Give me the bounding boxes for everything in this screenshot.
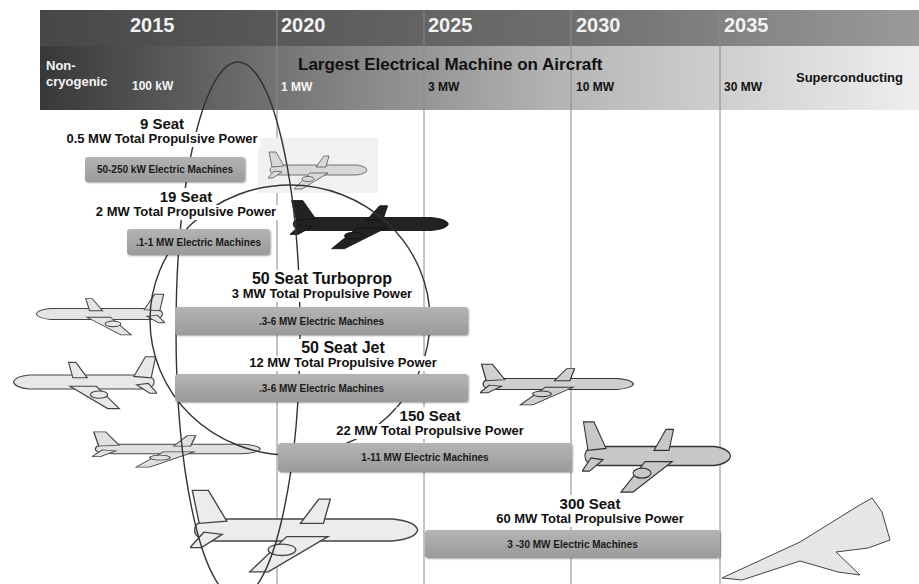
propulsive-power-heading: 12 MW Total Propulsive Power (246, 356, 440, 371)
propulsive-power-heading: 22 MW Total Propulsive Power (333, 424, 527, 439)
machine-range-bar: .3-6 MW Electric Machines (175, 307, 468, 335)
machine-range-text: 1-11 MW Electric Machines (361, 452, 488, 463)
grid-line (424, 10, 425, 584)
machine-range-bar: .1-1 MW Electric Machines (127, 229, 270, 255)
nine-seat-aircraft (268, 152, 367, 189)
year-band (40, 10, 919, 46)
seat-class-heading: 19 Seat (157, 188, 216, 205)
year-label: 2015 (130, 13, 175, 37)
aircraft-class-row: 300 Seat60 MW Total Propulsive Power 3 -3… (425, 495, 720, 558)
seat-class-heading: 50 Seat Turboprop (249, 270, 395, 288)
grid-line (720, 10, 721, 584)
aircraft-class-row: 19 Seat2 MW Total Propulsive Power.1-1 M… (127, 188, 270, 255)
year-label: 2030 (576, 13, 621, 37)
machine-range-bar: 3 -30 MW Electric Machines (425, 530, 720, 558)
blended-wing-aircraft (722, 498, 890, 580)
category-label: Superconducting (796, 70, 903, 86)
category-label: Non- cryogenic (46, 58, 122, 89)
aircraft-class-row: 150 Seat22 MW Total Propulsive Power 1-11… (278, 407, 572, 472)
future-narrowbody-aircraft (480, 364, 633, 405)
photo-frame (258, 138, 378, 193)
machine-range-text: 50-250 kW Electric Machines (97, 164, 233, 175)
machine-range-bar: 1-11 MW Electric Machines (278, 443, 572, 472)
regional-jet-aircraft (13, 357, 157, 409)
year-label: 2020 (281, 13, 326, 37)
seat-class-heading: 50 Seat Jet (298, 339, 388, 357)
seat-class-heading: 9 Seat (137, 115, 187, 132)
seat-class-heading: 300 Seat (557, 495, 624, 512)
machine-range-text: .3-6 MW Electric Machines (259, 383, 384, 394)
future-concept-aircraft (582, 422, 731, 492)
aircraft-class-row: 50 Seat Turboprop3 MW Total Propulsive P… (175, 270, 468, 335)
seat-class-heading: 150 Seat (397, 407, 464, 424)
aircraft-class-row: 9 Seat0.5 MW Total Propulsive Power50-25… (85, 115, 245, 182)
machine-range-text: .3-6 MW Electric Machines (259, 316, 384, 327)
machine-range-text: .1-1 MW Electric Machines (136, 237, 261, 248)
machine-range-bar: .3-6 MW Electric Machines (175, 374, 468, 402)
power-label: 30 MW (724, 80, 762, 94)
power-label: 100 kW (132, 79, 173, 93)
power-label: 10 MW (576, 80, 614, 94)
aircraft-class-row: 50 Seat Jet12 MW Total Propulsive Power.… (175, 339, 468, 402)
propulsive-power-heading: 0.5 MW Total Propulsive Power (63, 132, 260, 147)
power-label: 3 MW (428, 80, 459, 94)
machine-range-bar: 50-250 kW Electric Machines (85, 157, 245, 182)
band-title: Largest Electrical Machine on Aircraft (298, 55, 603, 75)
machine-range-text: 3 -30 MW Electric Machines (507, 539, 638, 550)
turboprop-aircraft (36, 294, 165, 335)
power-label: 1 MW (281, 80, 312, 94)
propulsive-power-heading: 2 MW Total Propulsive Power (93, 205, 279, 220)
propulsive-power-heading: 3 MW Total Propulsive Power (229, 287, 415, 302)
year-label: 2025 (428, 13, 473, 37)
year-label: 2035 (724, 13, 769, 37)
narrowbody-aircraft (92, 432, 260, 467)
widebody-aircraft (190, 490, 418, 571)
machine-band (40, 46, 919, 110)
propulsive-power-heading: 60 MW Total Propulsive Power (493, 512, 687, 527)
